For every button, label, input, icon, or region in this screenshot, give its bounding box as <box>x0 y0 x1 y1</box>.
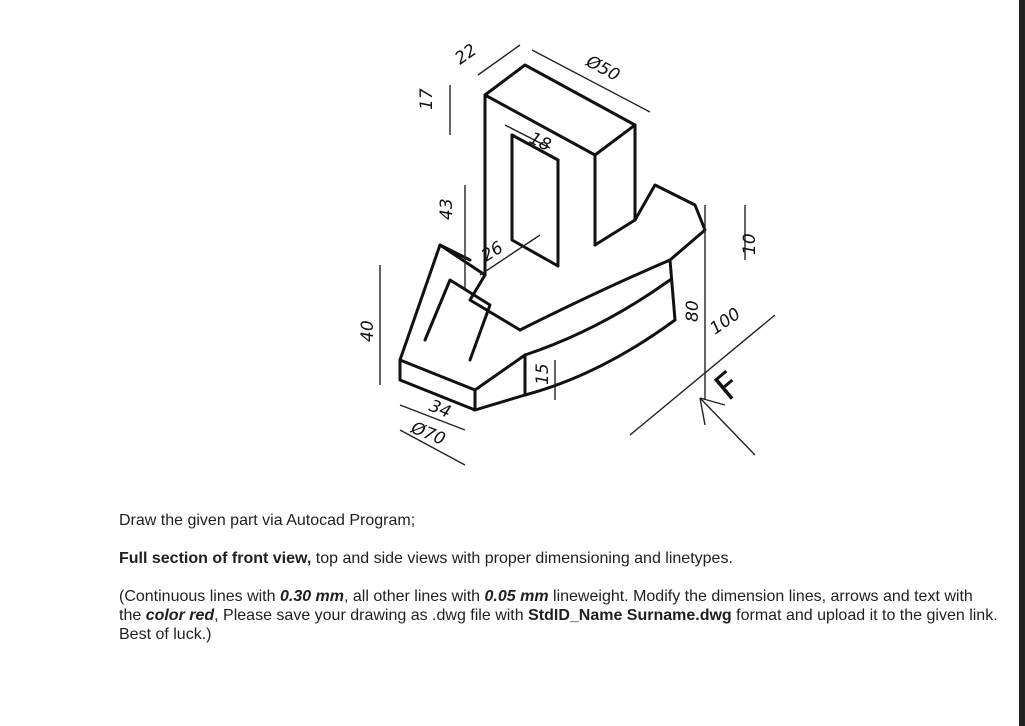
text-segment: , Please save your drawing as .dwg file … <box>214 607 529 624</box>
text-segment: , all other lines with <box>344 588 485 605</box>
dim-100: 100 <box>706 304 744 339</box>
instruction-line-2-rest: top and side views with proper dimension… <box>311 550 733 567</box>
dim-10: 10 <box>740 233 760 255</box>
dim-26: 26 <box>478 238 507 267</box>
dim-50: Ø50 <box>582 51 623 86</box>
instructions-text: Draw the given part via Autocad Program;… <box>119 511 999 644</box>
filename-format: StdID_Name Surname.dwg <box>528 607 732 624</box>
text-segment: (Continuous lines with <box>119 588 280 605</box>
part-drawing-svg: 22 Ø50 17 18 43 26 10 40 80 100 15 34 Ø7… <box>358 40 776 466</box>
color-red-emphasis: color red <box>145 607 215 624</box>
dim-43: 43 <box>437 198 457 220</box>
dim-80: 80 <box>683 300 703 322</box>
dim-18: 18 <box>526 128 554 155</box>
isometric-part-drawing: 22 Ø50 17 18 43 26 10 40 80 100 15 34 Ø7… <box>300 30 800 470</box>
window-edge <box>1019 0 1025 726</box>
lineweight-005: 0.05 mm <box>484 588 549 605</box>
instruction-paragraph-3: (Continuous lines with 0.30 mm, all othe… <box>119 587 999 644</box>
dim-40: 40 <box>358 320 378 342</box>
instruction-line-1: Draw the given part via Autocad Program; <box>119 512 416 529</box>
instruction-line-2: Full section of front view, top and side… <box>119 549 999 568</box>
text-segment: lineweight. Modify the dimension lines, … <box>119 588 973 624</box>
dim-22: 22 <box>451 40 480 69</box>
text-segment: format and upload it to the given link. … <box>119 607 998 643</box>
full-section-bold: Full section of front view, <box>119 550 312 567</box>
lineweight-030: 0.30 mm <box>279 588 345 605</box>
dim-17: 17 <box>417 88 437 110</box>
dim-15: 15 <box>533 363 553 385</box>
